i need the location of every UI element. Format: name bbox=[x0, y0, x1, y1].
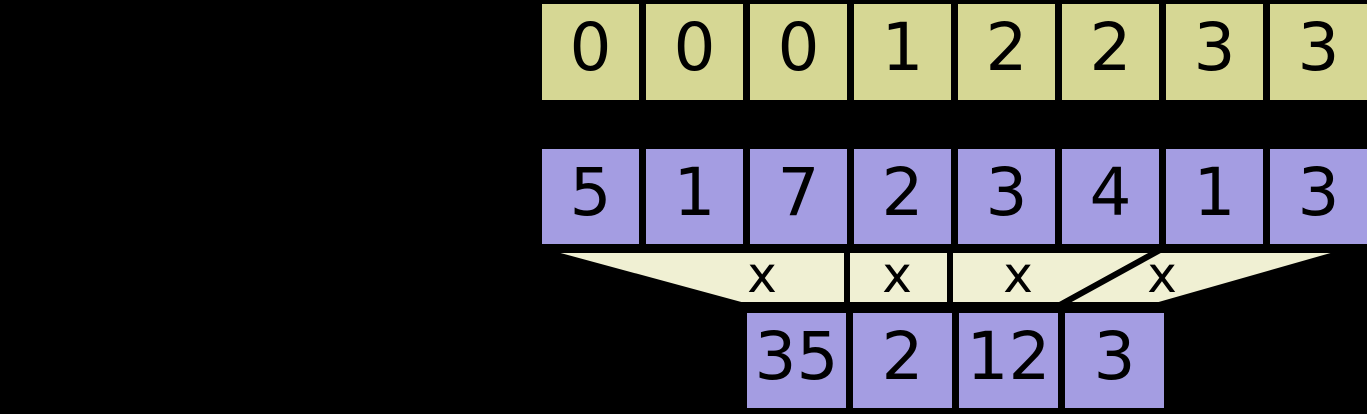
keys-cell-value: 0 bbox=[569, 9, 612, 86]
multiply-operator: x bbox=[1147, 246, 1177, 304]
values-cell: 2 bbox=[847, 149, 951, 244]
multiply-operator: x bbox=[1003, 246, 1033, 304]
keys-cell-value: 0 bbox=[777, 9, 820, 86]
results-cell: 12 bbox=[952, 313, 1058, 408]
multiply-operator: x bbox=[882, 246, 912, 304]
values-cell-value: 3 bbox=[1297, 153, 1340, 231]
keys-cell-value: 2 bbox=[985, 9, 1028, 86]
keys-cell: 2 bbox=[1055, 4, 1159, 100]
results-cell: 2 bbox=[846, 313, 952, 408]
keys-cell: 3 bbox=[1263, 4, 1367, 100]
keys-cell: 3 bbox=[1159, 4, 1263, 100]
results-cell: 35 bbox=[740, 313, 846, 408]
values-cell-value: 2 bbox=[881, 153, 924, 231]
segment-funnel-1 bbox=[537, 247, 850, 308]
values-cell-value: 1 bbox=[1193, 153, 1236, 231]
values-cell: 1 bbox=[639, 149, 743, 244]
results-row: 35 2 12 3 bbox=[740, 306, 1164, 414]
results-cell: 3 bbox=[1058, 313, 1164, 408]
keys-cell-value: 3 bbox=[1193, 9, 1236, 86]
keys-cell: 2 bbox=[951, 4, 1055, 100]
keys-row: 0 0 0 1 2 2 3 3 bbox=[535, 0, 1367, 104]
keys-cell: 1 bbox=[847, 4, 951, 100]
values-cell: 7 bbox=[743, 149, 847, 244]
results-cell-value: 2 bbox=[881, 317, 924, 395]
results-cell-value: 12 bbox=[966, 317, 1051, 395]
results-cell-value: 35 bbox=[754, 317, 839, 395]
values-cell: 4 bbox=[1055, 149, 1159, 244]
values-cell-value: 5 bbox=[569, 153, 612, 231]
keys-cell-value: 1 bbox=[881, 9, 924, 86]
keys-cell-value: 2 bbox=[1089, 9, 1132, 86]
operator-band: x x x x bbox=[537, 246, 1353, 308]
values-cell-value: 3 bbox=[985, 153, 1028, 231]
results-cell-value: 3 bbox=[1093, 317, 1136, 395]
keys-cell: 0 bbox=[639, 4, 743, 100]
values-cell-value: 4 bbox=[1089, 153, 1132, 231]
values-cell: 5 bbox=[535, 149, 639, 244]
values-cell: 3 bbox=[1263, 149, 1367, 244]
values-cell-value: 1 bbox=[673, 153, 716, 231]
segment-funnel-4 bbox=[1058, 247, 1353, 308]
values-cell-value: 7 bbox=[777, 153, 820, 231]
values-row: 5 1 7 2 3 4 1 3 bbox=[535, 145, 1367, 248]
keys-cell-value: 3 bbox=[1297, 9, 1340, 86]
keys-cell: 0 bbox=[743, 4, 847, 100]
keys-cell: 0 bbox=[535, 4, 639, 100]
values-cell: 1 bbox=[1159, 149, 1263, 244]
keys-cell-value: 0 bbox=[673, 9, 716, 86]
values-cell: 3 bbox=[951, 149, 1055, 244]
multiply-operator: x bbox=[747, 246, 777, 304]
